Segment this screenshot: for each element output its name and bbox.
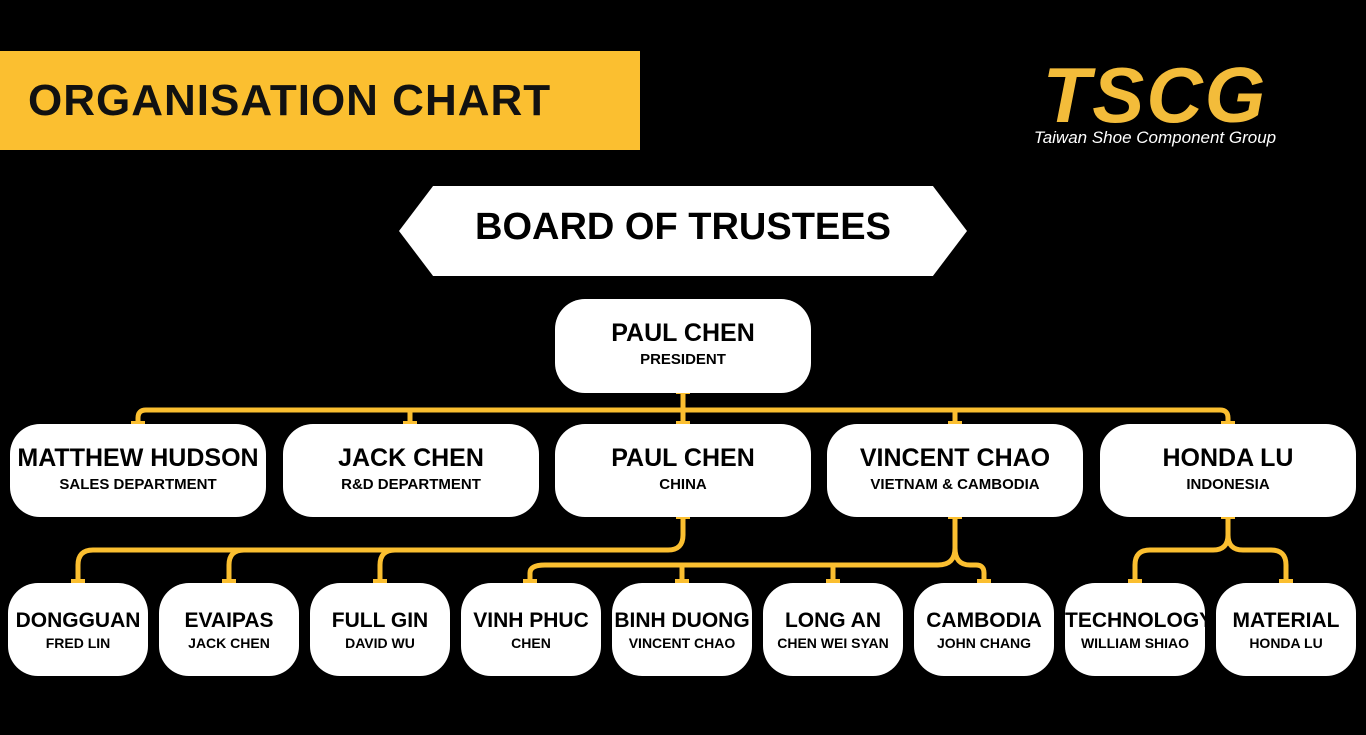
node-material: MATERIAL HONDA LU — [1216, 583, 1356, 676]
node-name: PAUL CHEN — [611, 444, 755, 472]
node-long-an: LONG AN CHEN WEI SYAN — [763, 583, 903, 676]
node-name: PAUL CHEN — [611, 319, 755, 347]
node-name: VINCENT CHAO — [859, 444, 1051, 472]
node-china: PAUL CHEN CHINA — [555, 424, 811, 517]
node-vietnam-cambodia: VINCENT CHAO VIETNAM & CAMBODIA — [827, 424, 1083, 517]
node-role: HONDA LU — [1249, 635, 1323, 651]
node-role: CHEN WEI SYAN — [777, 635, 889, 651]
node-name: BINH DUONG — [614, 609, 750, 632]
node-name: DONGGUAN — [15, 609, 141, 632]
node-role: VIETNAM & CAMBODIA — [870, 476, 1040, 493]
node-name: FULL GIN — [331, 609, 429, 632]
logo-subtitle: Taiwan Shoe Component Group — [1033, 128, 1277, 147]
node-role: JACK CHEN — [188, 635, 270, 651]
node-name: CAMBODIA — [926, 609, 1042, 632]
connector-indonesia-down — [1132, 513, 1231, 586]
connector-vietnam-right — [952, 545, 987, 586]
board-of-trustees-banner: BOARD OF TRUSTEES — [399, 186, 967, 276]
node-role: WILLIAM SHIAO — [1080, 635, 1190, 651]
node-name: LONG AN — [784, 609, 882, 632]
node-vinh-phuc: VINH PHUC CHEN — [461, 583, 601, 676]
node-role: DAVID WU — [345, 635, 415, 651]
connector-china-down — [75, 513, 686, 586]
node-role: VINCENT CHAO — [628, 635, 736, 651]
node-name: HONDA LU — [1162, 444, 1294, 472]
node-cambodia: CAMBODIA JOHN CHANG — [914, 583, 1054, 676]
node-sales-department: MATTHEW HUDSON SALES DEPARTMENT — [10, 424, 266, 517]
node-role: SALES DEPARTMENT — [59, 476, 217, 493]
node-role: INDONESIA — [1186, 476, 1270, 493]
node-name: MATERIAL — [1232, 609, 1340, 632]
connector-material — [1225, 532, 1289, 586]
board-title: BOARD OF TRUSTEES — [475, 206, 891, 248]
node-rd-department: JACK CHEN R&D DEPARTMENT — [283, 424, 539, 517]
node-role: PRESIDENT — [640, 351, 726, 368]
node-technology: TECHNOLOGY WILLIAM SHIAO — [1065, 583, 1214, 676]
logo-mark: TSCG — [1042, 51, 1268, 139]
node-dongguan: DONGGUAN FRED LIN — [8, 583, 148, 676]
node-binh-duong: BINH DUONG VINCENT CHAO — [612, 583, 752, 676]
node-name: TECHNOLOGY — [1065, 609, 1214, 632]
node-president: PAUL CHEN PRESIDENT — [555, 299, 811, 393]
node-role: JOHN CHANG — [936, 635, 1032, 651]
company-logo: TSCG Taiwan Shoe Component Group — [1000, 51, 1310, 155]
node-name: JACK CHEN — [338, 444, 484, 472]
node-name: MATTHEW HUDSON — [17, 444, 259, 472]
connector-evaipas — [226, 547, 247, 586]
node-role: CHEN — [511, 635, 551, 651]
node-name: VINH PHUC — [473, 609, 589, 632]
title-banner: ORGANISATION CHART — [0, 51, 640, 150]
node-role: R&D DEPARTMENT — [341, 476, 481, 493]
node-role: CHINA — [659, 476, 707, 493]
node-indonesia: HONDA LU INDONESIA — [1100, 424, 1356, 517]
node-full-gin: FULL GIN DAVID WU — [310, 583, 450, 676]
node-name: EVAIPAS — [184, 609, 274, 632]
page-title: ORGANISATION CHART — [28, 76, 552, 125]
node-evaipas: EVAIPAS JACK CHEN — [159, 583, 299, 676]
node-role: FRED LIN — [45, 635, 111, 651]
connector-fullgin — [377, 547, 398, 586]
